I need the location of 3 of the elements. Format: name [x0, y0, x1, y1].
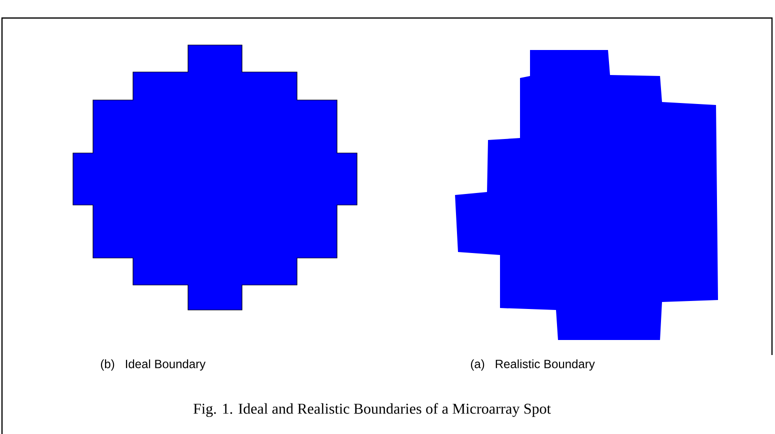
- panel-label: (b) Ideal Boundary: [100, 359, 206, 371]
- panel-label: (a) Realistic Boundary: [470, 359, 595, 371]
- caption: Fig. 1. Ideal and Realistic Boundaries of a Microarray Spot: [194, 403, 551, 417]
